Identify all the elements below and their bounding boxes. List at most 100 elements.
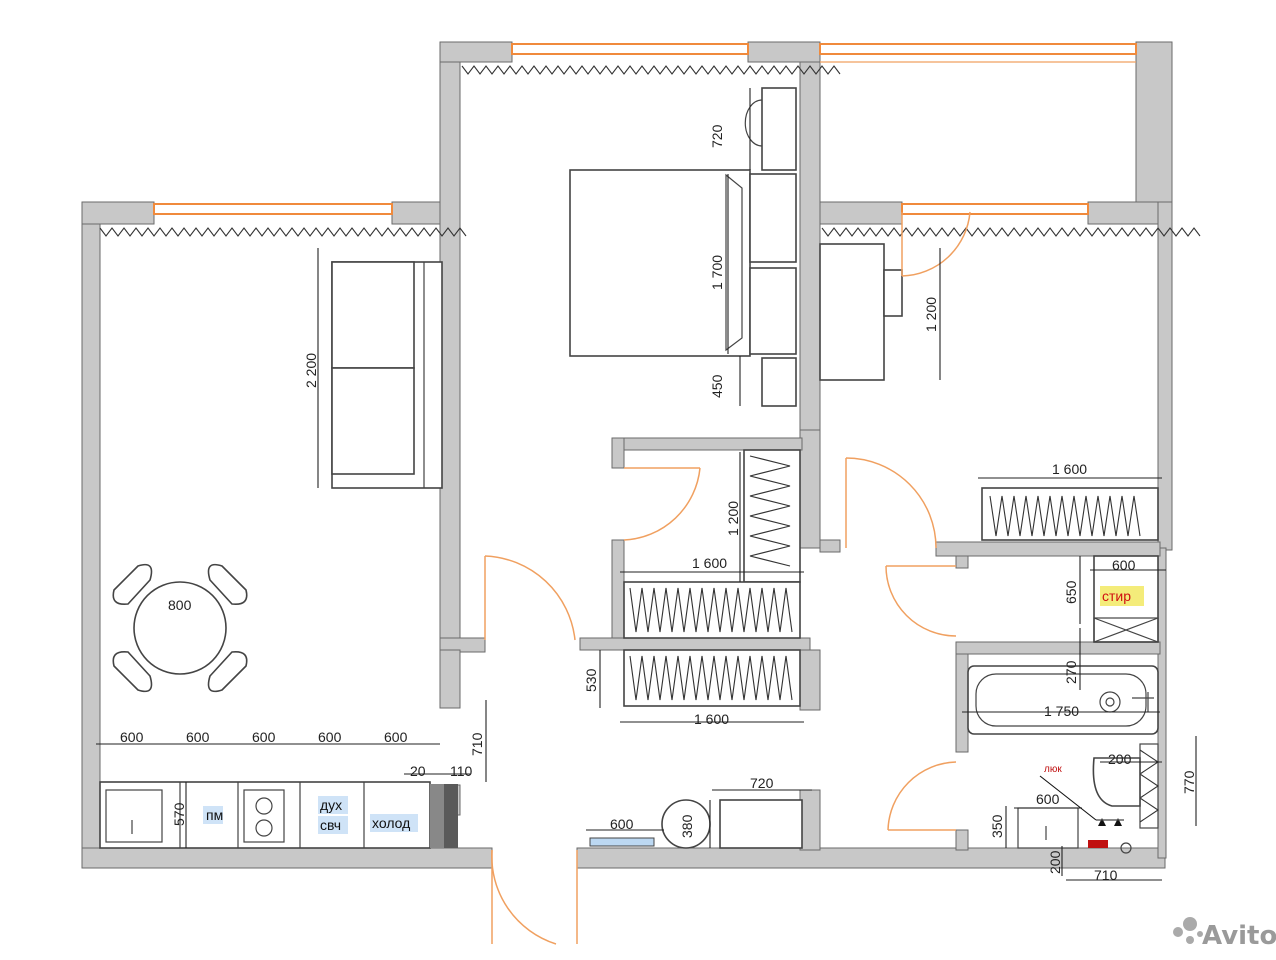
- wall-bottom-right: [576, 847, 1166, 869]
- bath-sink: [1017, 807, 1079, 849]
- dim-counter-depth: 570: [171, 802, 187, 826]
- wall-hall-stub: [819, 539, 841, 553]
- dim-module-2: 600: [186, 729, 210, 745]
- wall-closet-stub: [611, 437, 625, 469]
- wall-left-outer: [81, 201, 101, 851]
- window-bedroom: [511, 43, 749, 55]
- door-kitchen: [484, 555, 576, 641]
- nightstand-top: [749, 173, 797, 263]
- wall-bath-bottom: [955, 829, 969, 851]
- door-entrance: [491, 849, 557, 945]
- dim-hall-gap: 530: [583, 668, 599, 692]
- label-highlight-fridge: [370, 814, 418, 832]
- dim-riser-offset: 200: [1047, 850, 1063, 874]
- wall-wet-top: [935, 541, 1161, 557]
- watermark-dot-2: [1183, 917, 1197, 931]
- toilet: [1092, 757, 1141, 807]
- wall-hall-lower: [799, 649, 821, 711]
- label-oven-line2: свч: [320, 817, 341, 833]
- door-room2: [845, 457, 937, 549]
- wall-wet-right: [1157, 547, 1167, 859]
- dim-hall-wardrobe: 1 600: [694, 711, 729, 727]
- wall-bottom-left: [81, 847, 493, 869]
- wall-bedroom-right: [799, 61, 821, 441]
- wall-hall-bottom: [799, 789, 821, 851]
- wall-kitchen-top-right: [391, 201, 447, 225]
- wall-bath-top: [955, 641, 1161, 655]
- dim-module-3: 600: [252, 729, 276, 745]
- door-laundry: [885, 565, 957, 637]
- dim-laundry-depth: 650: [1063, 580, 1079, 604]
- cooktop: [243, 789, 285, 843]
- dim-table: 800: [168, 597, 192, 613]
- wall-bedroom-top-left: [439, 41, 513, 63]
- window-room2: [901, 203, 1089, 215]
- dim-bath-sink-width: 600: [1036, 791, 1060, 807]
- label-highlight-oven: [318, 796, 348, 814]
- dim-round-item: 380: [679, 814, 695, 838]
- kitchen-sink: [105, 789, 163, 843]
- dim-passage: 710: [469, 732, 485, 756]
- wall-kitchen-partition-low: [439, 649, 461, 709]
- door-bathroom: [887, 761, 957, 831]
- label-hatch: люк: [1044, 764, 1062, 775]
- dim-desk: 1 200: [923, 297, 939, 332]
- watermark: Avito: [1173, 917, 1276, 951]
- wall-balcony-right: [1135, 41, 1173, 205]
- dining-table: [112, 563, 248, 693]
- label-highlight-mw: [318, 816, 348, 834]
- dim-closet-width: 1 600: [692, 555, 727, 571]
- room2-radiator: [821, 227, 1201, 237]
- dim-laundry-gap: 270: [1063, 660, 1079, 684]
- watermark-dot-3: [1186, 936, 1194, 944]
- wall-closet-top: [611, 437, 803, 451]
- watermark-text: Avito: [1202, 921, 1276, 951]
- dim-module-1: 600: [120, 729, 144, 745]
- room2-desk: [819, 243, 903, 381]
- window-balcony: [819, 43, 1137, 55]
- doors: [484, 211, 971, 945]
- dim-bathtub: 1 750: [1044, 703, 1079, 719]
- bathtub: [967, 665, 1159, 735]
- dim-bath-sink-depth: 350: [989, 814, 1005, 838]
- door-balcony: [901, 211, 971, 277]
- wall-bedroom-top-right: [747, 41, 821, 63]
- wall-room2-right: [1157, 201, 1173, 551]
- bedroom-desk: [761, 87, 797, 171]
- dimension-lines: [96, 88, 1197, 881]
- dim-offset-b: 110: [450, 763, 473, 779]
- wall-wet-stub: [955, 555, 969, 569]
- dim-toilet-offset: 200: [1108, 751, 1132, 767]
- wall-kitchen-door-stub: [439, 637, 486, 653]
- wall-kitchen-top-left: [81, 201, 155, 225]
- shoe-rack: [589, 837, 655, 847]
- riser-marker: [1088, 840, 1108, 848]
- sofa: [331, 261, 443, 489]
- dim-sofa: 2 200: [303, 353, 319, 388]
- door-closet: [623, 467, 701, 541]
- hall-wardrobe: [623, 649, 801, 707]
- wall-bath-left: [955, 641, 969, 753]
- watermark-dot-1: [1173, 927, 1183, 937]
- walls: [81, 41, 1173, 869]
- kitchen-radiator: [99, 227, 467, 237]
- wall-room2-top-left: [819, 201, 903, 225]
- label-dishwasher: пм: [206, 807, 223, 823]
- wall-bedroom-left: [439, 41, 461, 645]
- dim-laundry-width: 600: [1112, 557, 1136, 573]
- window-kitchen: [153, 203, 393, 215]
- dim-bathroom-depth: 770: [1181, 770, 1197, 794]
- dim-bed-width: 1 700: [709, 255, 725, 290]
- bedroom-cabinet: [761, 357, 797, 407]
- wall-closet-left: [611, 539, 625, 641]
- dim-hall-cabinet: 720: [750, 775, 774, 791]
- dim-module-4: 600: [318, 729, 342, 745]
- label-highlight-washer: [1100, 586, 1144, 606]
- dimension-labels: 720 1 700 450 2 200 1 200 1 600 1 200 1 …: [120, 124, 1197, 883]
- bedroom-radiator: [461, 65, 841, 75]
- nightstand-bottom: [749, 267, 797, 355]
- dim-room2-wardrobe: 1 600: [1052, 461, 1087, 477]
- hall-cabinet: [719, 799, 803, 849]
- label-fridge: холод: [372, 815, 410, 831]
